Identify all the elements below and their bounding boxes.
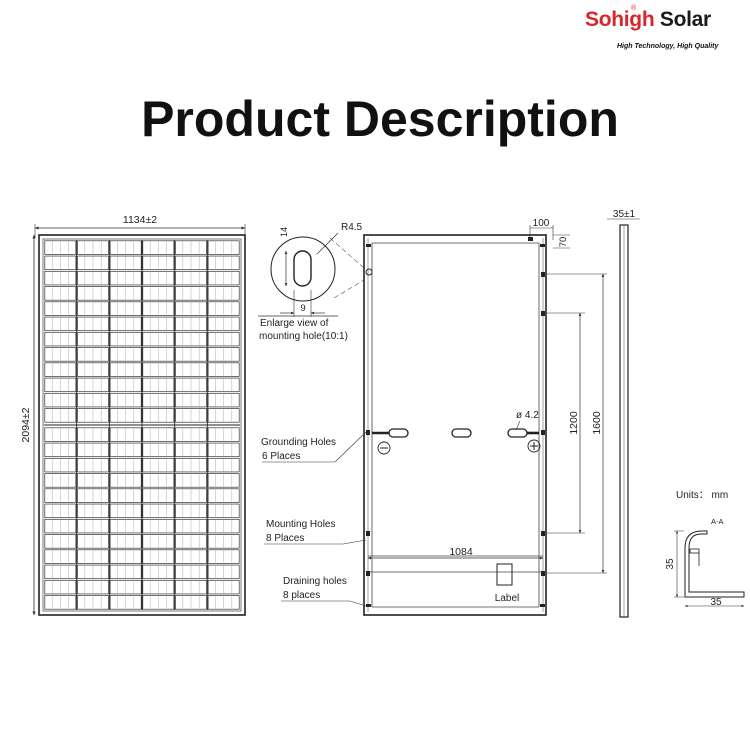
enlarged-hole-marker <box>365 268 373 276</box>
radius-label: R4.5 <box>341 222 363 233</box>
draining-callout-line2: 8 places <box>283 590 320 601</box>
enlarge-caption-line1: Enlarge view of <box>260 318 329 329</box>
draining-hole <box>540 244 545 247</box>
brand-name-dark: Solar <box>654 8 711 31</box>
enlarge-view: 14 9 R4.5 Enlarge view of mounting hole(… <box>258 222 365 342</box>
dim-1600-label: 1600 <box>591 411 603 435</box>
plus-terminal-icon <box>527 439 541 453</box>
front-view: 1134±2 2094±2 <box>20 214 246 616</box>
grounding-hole <box>366 430 370 435</box>
draining-callout-line1: Draining holes <box>283 576 347 587</box>
hole-markers <box>366 237 545 607</box>
brand-logo: Sohigh Solar ® High Technology, High Qua… <box>583 5 743 52</box>
top-dim-label: 100 <box>533 218 550 229</box>
height-dimension: 2094±2 <box>20 234 36 616</box>
draining-hole <box>540 604 545 607</box>
dim-1084-label: 1084 <box>449 546 473 558</box>
enlarge-caption-line2: mounting hole(10:1) <box>259 331 348 342</box>
vertical-dimensions: 1200 1600 <box>546 273 607 574</box>
horizontal-dimension-1084: 1084 <box>367 546 544 560</box>
front-width-label: 1134±2 <box>123 214 157 226</box>
slot-height-label: 14 <box>279 227 289 237</box>
registered-mark: ® <box>631 5 637 12</box>
junction-box-center <box>451 428 472 438</box>
mounting-hole <box>366 531 370 536</box>
mounting-hole <box>541 272 545 277</box>
back-view: ø 4.2 Label 100 70 1200 1600 1084 <box>261 218 607 616</box>
mounting-hole <box>541 571 545 576</box>
mounting-hole <box>528 237 533 241</box>
callouts: Grounding Holes 6 Places Mounting Holes … <box>261 431 367 607</box>
cell-grid <box>44 240 240 610</box>
module-inner-frame <box>42 238 242 612</box>
brand-name-red: Sohigh <box>585 8 655 31</box>
grounding-callout-line1: Grounding Holes <box>261 437 336 448</box>
units-label: Units： mm <box>676 490 728 501</box>
draining-hole <box>366 244 371 247</box>
mounting-hole <box>541 531 545 536</box>
brand-slogan: High Technology, High Quality <box>617 43 719 50</box>
grounding-callout-line2: 6 Places <box>262 451 300 462</box>
section-name: A-A <box>711 517 724 526</box>
back-frame <box>363 234 547 616</box>
hole-diameter-label: ø 4.2 <box>516 410 539 421</box>
section-height-label: 35 <box>665 558 676 570</box>
enlarge-circle <box>270 236 336 302</box>
label-text: Label <box>495 593 519 604</box>
thickness-dim-label: 35±1 <box>613 209 636 220</box>
product-label-box <box>496 563 513 586</box>
front-height-label: 2094±2 <box>20 407 32 442</box>
frame-profile <box>684 530 745 598</box>
page-title: Product Description <box>141 91 619 147</box>
junction-boxes <box>372 428 539 438</box>
section-view: Units： mm A-A 35 35 <box>665 490 745 608</box>
mounting-callout-line2: 8 Places <box>266 533 304 544</box>
section-width-label: 35 <box>710 597 722 608</box>
mounting-slot <box>293 250 312 287</box>
brand-name: Sohigh Solar <box>585 8 711 32</box>
draining-hole <box>366 604 371 607</box>
corner-dim-label: 70 <box>558 237 569 248</box>
mounting-hole <box>366 571 370 576</box>
minus-terminal-icon <box>377 441 391 455</box>
grounding-hole <box>541 430 545 435</box>
mounting-hole <box>541 311 545 316</box>
mounting-callout-line1: Mounting Holes <box>266 519 335 530</box>
top-dimensions: 100 70 <box>529 218 570 249</box>
dim-1200-label: 1200 <box>568 411 580 435</box>
side-view: 35±1 <box>607 209 640 618</box>
slot-width-label: 9 <box>300 303 305 314</box>
